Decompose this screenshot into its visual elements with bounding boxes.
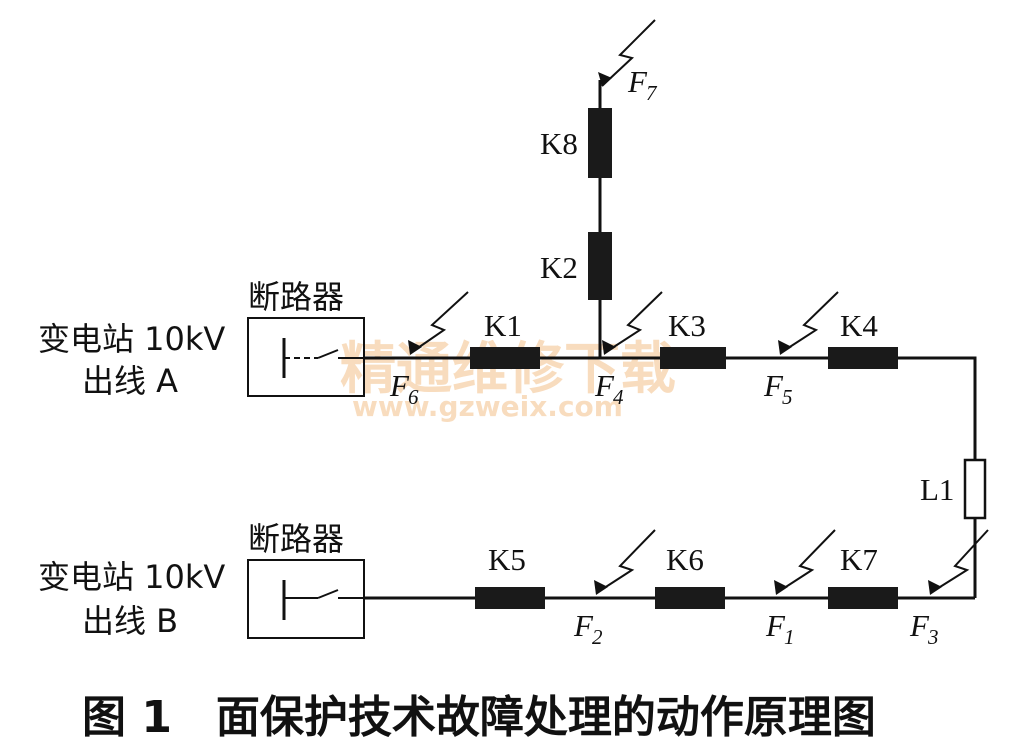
svg-text:K8: K8	[540, 126, 578, 161]
watermark-url: www.gzweix.com	[352, 390, 623, 423]
svg-text:6: 6	[408, 385, 419, 409]
svg-text:L1: L1	[920, 472, 954, 507]
switch-k6: K6	[655, 542, 725, 609]
load-l1: L1	[920, 458, 987, 520]
switch-k7: K7	[828, 542, 898, 609]
svg-text:5: 5	[782, 385, 793, 409]
feeder-top-line	[364, 356, 977, 598]
svg-text:F: F	[389, 368, 410, 403]
svg-text:F: F	[763, 368, 784, 403]
svg-text:F: F	[594, 368, 615, 403]
switch-k4: K4	[828, 308, 898, 369]
substation-a-line1: 变电站 10kV	[38, 320, 225, 358]
svg-text:1: 1	[784, 625, 795, 649]
svg-text:K2: K2	[540, 250, 578, 285]
svg-text:4: 4	[613, 385, 624, 409]
switch-k8: K8	[540, 108, 612, 178]
switch-k3: K3	[660, 308, 726, 369]
svg-text:K3: K3	[668, 308, 706, 343]
substation-b-line1: 变电站 10kV	[38, 558, 225, 596]
switch-k2: K2	[540, 232, 612, 300]
svg-text:3: 3	[927, 625, 939, 649]
switch-k1: K1	[470, 308, 540, 369]
substation-b-line2: 出线 B	[82, 602, 178, 640]
svg-text:K7: K7	[840, 542, 878, 577]
svg-text:K6: K6	[666, 542, 704, 577]
svg-text:K1: K1	[484, 308, 522, 343]
breaker-b-label: 断路器	[248, 520, 344, 558]
breaker-b-box	[247, 559, 365, 639]
svg-text:K5: K5	[488, 542, 526, 577]
breaker-a-label: 断路器	[248, 278, 344, 316]
svg-text:K4: K4	[840, 308, 878, 343]
svg-text:F: F	[909, 608, 930, 643]
figure-caption: 图 1 面保护技术故障处理的动作原理图	[82, 692, 876, 743]
substation-a-line2: 出线 A	[82, 362, 178, 400]
svg-text:F: F	[573, 608, 594, 643]
svg-text:2: 2	[592, 625, 603, 649]
svg-text:F: F	[627, 64, 648, 99]
switch-k5: K5	[475, 542, 545, 609]
svg-text:F: F	[765, 608, 786, 643]
svg-text:7: 7	[646, 81, 658, 105]
